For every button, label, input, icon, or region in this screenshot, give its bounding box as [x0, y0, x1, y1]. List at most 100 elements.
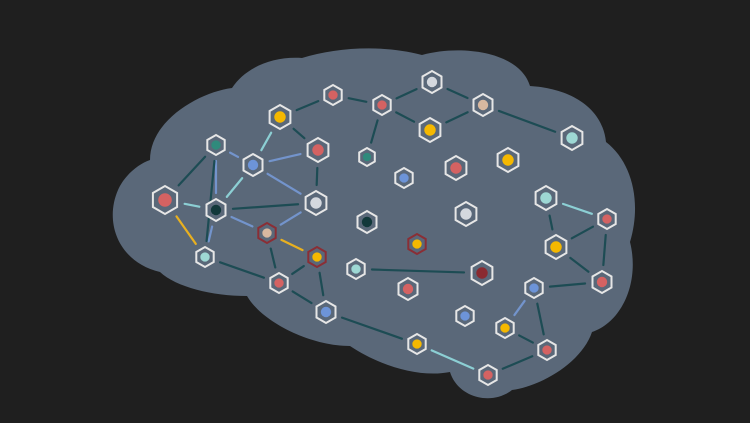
network-node-dark: [205, 197, 227, 223]
network-edge: [183, 202, 201, 208]
network-edge: [501, 355, 534, 370]
network-node-blue: [455, 304, 475, 328]
node-core: [312, 252, 322, 262]
network-edge: [291, 290, 313, 305]
network-node-lightcyan: [195, 245, 215, 269]
network-edge: [218, 261, 266, 279]
node-core: [247, 159, 259, 171]
network-node-white: [304, 189, 328, 217]
network-node-yellow: [407, 332, 427, 356]
network-edge: [269, 247, 277, 269]
network-node-darkred: [470, 259, 494, 287]
network-node-red: [269, 271, 289, 295]
network-edge: [548, 282, 587, 288]
network-edge: [561, 202, 593, 215]
node-core: [566, 132, 578, 144]
node-core: [500, 323, 510, 333]
network-node-blue: [242, 152, 264, 178]
network-node-red: [372, 93, 392, 117]
node-core: [412, 339, 422, 349]
node-core: [550, 241, 562, 253]
network-node-yellow: [496, 146, 520, 174]
node-core: [274, 278, 284, 288]
node-core: [262, 228, 272, 238]
node-core: [412, 239, 422, 249]
network-node-blue: [394, 166, 414, 190]
network-edge: [315, 166, 319, 187]
network-edge: [395, 88, 418, 100]
node-core: [529, 283, 539, 293]
node-core: [377, 100, 387, 110]
network-node-dark: [356, 209, 378, 235]
network-edge: [268, 152, 302, 163]
node-core: [274, 111, 286, 123]
network-edge: [292, 127, 306, 140]
node-core: [426, 76, 438, 88]
node-core: [596, 276, 608, 288]
network-edge: [570, 225, 595, 240]
network-node-lightcyan: [560, 124, 584, 152]
node-core: [542, 345, 552, 355]
node-core: [602, 214, 612, 224]
network-edge: [205, 159, 216, 243]
network-node-blue: [524, 276, 544, 300]
network-node-teal: [358, 146, 376, 168]
network-node-yellow: [307, 245, 327, 269]
network-edge: [318, 271, 325, 297]
network-node-red: [597, 207, 617, 231]
network-node-beige: [257, 221, 277, 245]
network-edge: [207, 225, 214, 243]
node-core: [483, 370, 493, 380]
network-node-white: [421, 69, 443, 95]
node-core: [351, 264, 361, 274]
network-edge: [430, 349, 475, 370]
node-core: [312, 144, 324, 156]
network-node-lightcyan: [534, 184, 558, 212]
network-node-red: [397, 276, 419, 302]
node-core: [211, 140, 221, 150]
network-edge: [228, 151, 240, 159]
node-core: [502, 154, 514, 166]
node-core: [450, 162, 462, 174]
network-edge: [280, 238, 304, 252]
network-edge: [395, 111, 416, 123]
network-node-yellow: [418, 116, 442, 144]
network-node-red: [306, 136, 330, 164]
node-core: [399, 173, 409, 183]
node-core: [476, 267, 488, 279]
network-node-red: [591, 269, 613, 295]
node-core: [460, 311, 470, 321]
network-edge: [548, 214, 554, 231]
node-core: [320, 306, 332, 318]
network-edge: [230, 215, 254, 228]
network-nodes: [151, 69, 617, 387]
network-edge: [370, 268, 466, 274]
network-edge: [279, 211, 302, 226]
network-node-yellow: [544, 233, 568, 261]
network-node-yellow: [407, 232, 427, 256]
network-edge: [497, 109, 557, 133]
network-edge: [291, 264, 305, 276]
network-edge: [602, 233, 607, 267]
node-core: [210, 204, 222, 216]
node-core: [310, 197, 322, 209]
network-edge: [266, 172, 302, 195]
network-edge: [231, 203, 300, 210]
network-edge: [347, 97, 368, 103]
network-node-yellow: [495, 316, 515, 340]
network-node-red: [537, 338, 557, 362]
network-node-teal: [206, 133, 226, 157]
node-core: [200, 252, 210, 262]
network-edge: [295, 100, 320, 112]
network-edge: [175, 215, 197, 246]
node-core: [424, 124, 436, 136]
node-core: [477, 99, 489, 111]
node-core: [158, 193, 172, 207]
network-edge: [340, 316, 404, 340]
network-edge: [446, 87, 469, 100]
network-edge: [370, 119, 379, 144]
node-core: [402, 283, 414, 295]
network-edge: [536, 302, 545, 336]
node-core: [362, 152, 372, 162]
